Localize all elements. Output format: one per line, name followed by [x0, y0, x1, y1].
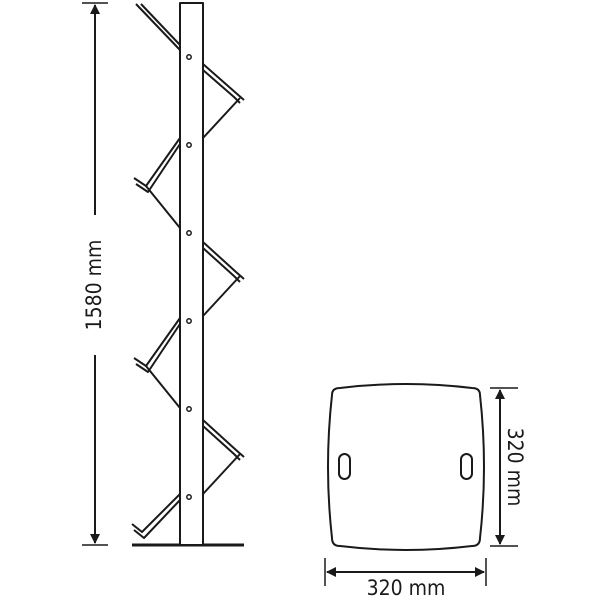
depth-dimension: 320 mm	[490, 387, 527, 547]
base-plate-outline	[327, 383, 485, 551]
pole-hole	[186, 318, 192, 324]
left-shelf-1-rail	[145, 185, 181, 229]
left-shelf-1	[133, 137, 181, 193]
width-dimension: 320 mm	[324, 558, 487, 600]
height-label: 1580 mm	[82, 240, 106, 331]
depth-label: 320 mm	[503, 428, 527, 507]
stand-pole	[179, 2, 204, 546]
pole-holes	[186, 54, 192, 500]
base-slot-right	[460, 453, 473, 480]
left-shelf-3	[131, 493, 181, 539]
base-top-view	[327, 383, 485, 551]
pole-hole	[186, 142, 192, 148]
pole-hole	[186, 494, 192, 500]
width-label: 320 mm	[367, 576, 446, 600]
left-shelf-2	[133, 317, 181, 373]
pole-hole	[186, 54, 192, 60]
left-shelf-top	[135, 3, 181, 51]
right-shelf-3	[202, 419, 245, 495]
right-shelf-2	[202, 241, 245, 317]
pole-hole	[186, 230, 192, 236]
right-shelf-1	[202, 63, 245, 139]
left-shelf-2-rail	[145, 365, 181, 409]
base-slot-left	[338, 453, 351, 480]
pole-hole	[186, 406, 192, 412]
stand-side-view	[131, 2, 245, 547]
height-dimension: 1580 mm	[82, 2, 108, 546]
